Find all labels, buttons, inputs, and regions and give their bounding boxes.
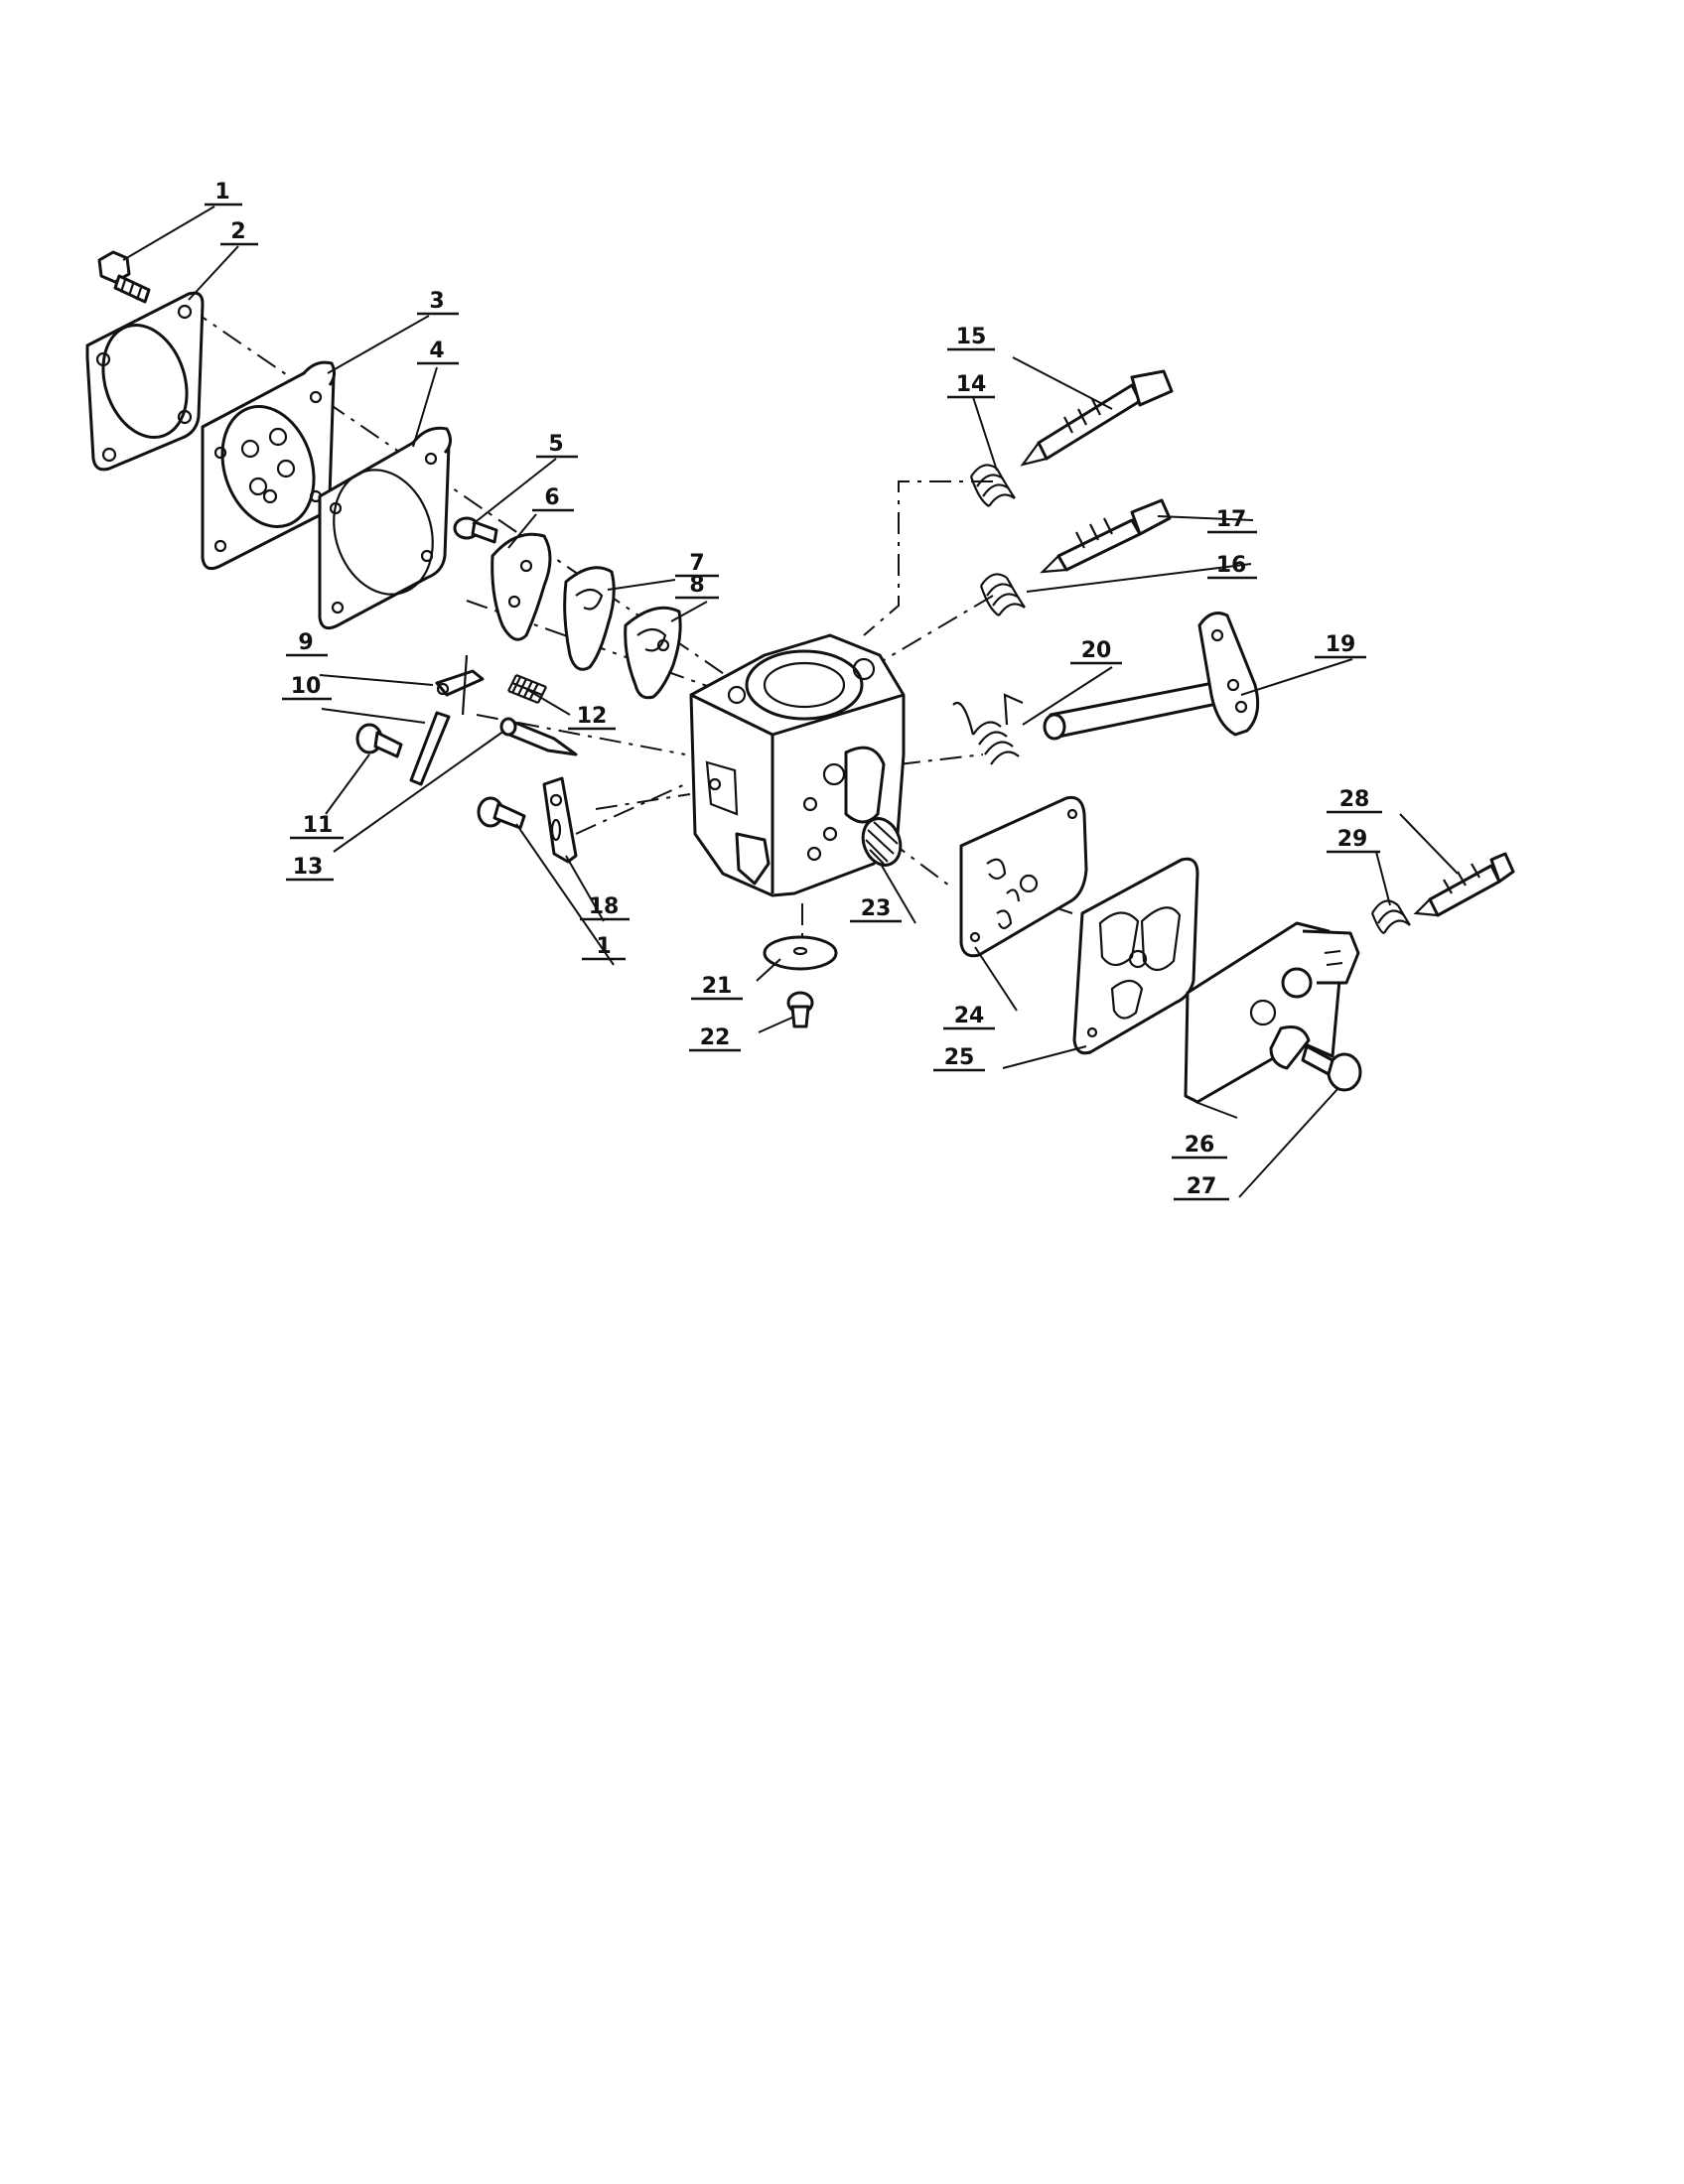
part-lever-6: [491, 532, 552, 641]
leader-lines: [122, 205, 1459, 1198]
part-needle-13: [499, 717, 578, 756]
part-lever-8: [624, 606, 682, 700]
callout-17: 17: [1216, 507, 1247, 532]
callout-7: 7: [689, 551, 704, 576]
callout-5: 5: [548, 432, 563, 457]
callout-28: 28: [1339, 787, 1370, 812]
part-pin-10: [409, 711, 451, 786]
callout-14: 14: [956, 372, 987, 397]
part-screw-22: [786, 991, 814, 1028]
callout-22: 22: [700, 1025, 731, 1050]
callout-3: 3: [429, 289, 444, 314]
callout-8: 8: [689, 573, 704, 598]
part-spring-29: [1370, 899, 1411, 935]
callout-1b: 1: [596, 934, 611, 959]
callout-10: 10: [291, 674, 322, 699]
callout-11: 11: [303, 813, 334, 838]
callout-15: 15: [956, 325, 987, 349]
part-lever-arm-9: [435, 654, 485, 716]
part-bracket-18: [542, 776, 578, 864]
part-screw-15: [1020, 369, 1174, 467]
carburetor-body: [689, 633, 906, 897]
callout-16: 16: [1216, 553, 1247, 578]
part-spring-14: [969, 464, 1016, 507]
callout-labels: 1 2 3 4 5 6 7 8 9 10 11 12 13 14 15 16 1: [205, 180, 1382, 1201]
part-gasket-24: [959, 795, 1088, 958]
callout-9: 9: [298, 630, 313, 655]
callout-26: 26: [1185, 1133, 1215, 1158]
part-screw-11: [355, 723, 403, 758]
part-disc-21: [763, 935, 838, 971]
callout-20: 20: [1081, 638, 1112, 663]
callout-13: 13: [293, 855, 324, 880]
callout-25: 25: [944, 1045, 975, 1070]
part-diaphragm-3: [201, 360, 337, 571]
part-screw-17: [1040, 498, 1172, 574]
part-cover-26: [1184, 921, 1360, 1104]
part-gasket-4: [318, 426, 452, 630]
part-screen-23: [861, 817, 903, 867]
callout-19: 19: [1326, 632, 1356, 657]
part-screw-27: [1301, 1044, 1362, 1092]
callout-2: 2: [230, 219, 245, 244]
part-shaft-19: [1043, 612, 1260, 741]
part-screw-1-top: [97, 250, 151, 304]
part-spring-16: [979, 573, 1026, 616]
callout-29: 29: [1337, 827, 1368, 852]
part-gasket-25: [1072, 857, 1199, 1055]
callout-12: 12: [577, 704, 608, 729]
callout-21: 21: [702, 974, 733, 999]
callout-24: 24: [954, 1004, 985, 1028]
part-screw-28: [1413, 852, 1515, 917]
callout-4: 4: [429, 339, 444, 363]
part-cover-plate-2: [85, 291, 205, 472]
part-screw-1-lower: [477, 796, 526, 830]
callout-1a: 1: [214, 180, 229, 205]
callout-6: 6: [544, 485, 559, 510]
part-bracket-7: [563, 566, 616, 671]
callout-18: 18: [589, 894, 620, 919]
callout-27: 27: [1187, 1174, 1217, 1199]
part-spring-20: [952, 693, 1024, 765]
callout-23: 23: [861, 896, 892, 921]
